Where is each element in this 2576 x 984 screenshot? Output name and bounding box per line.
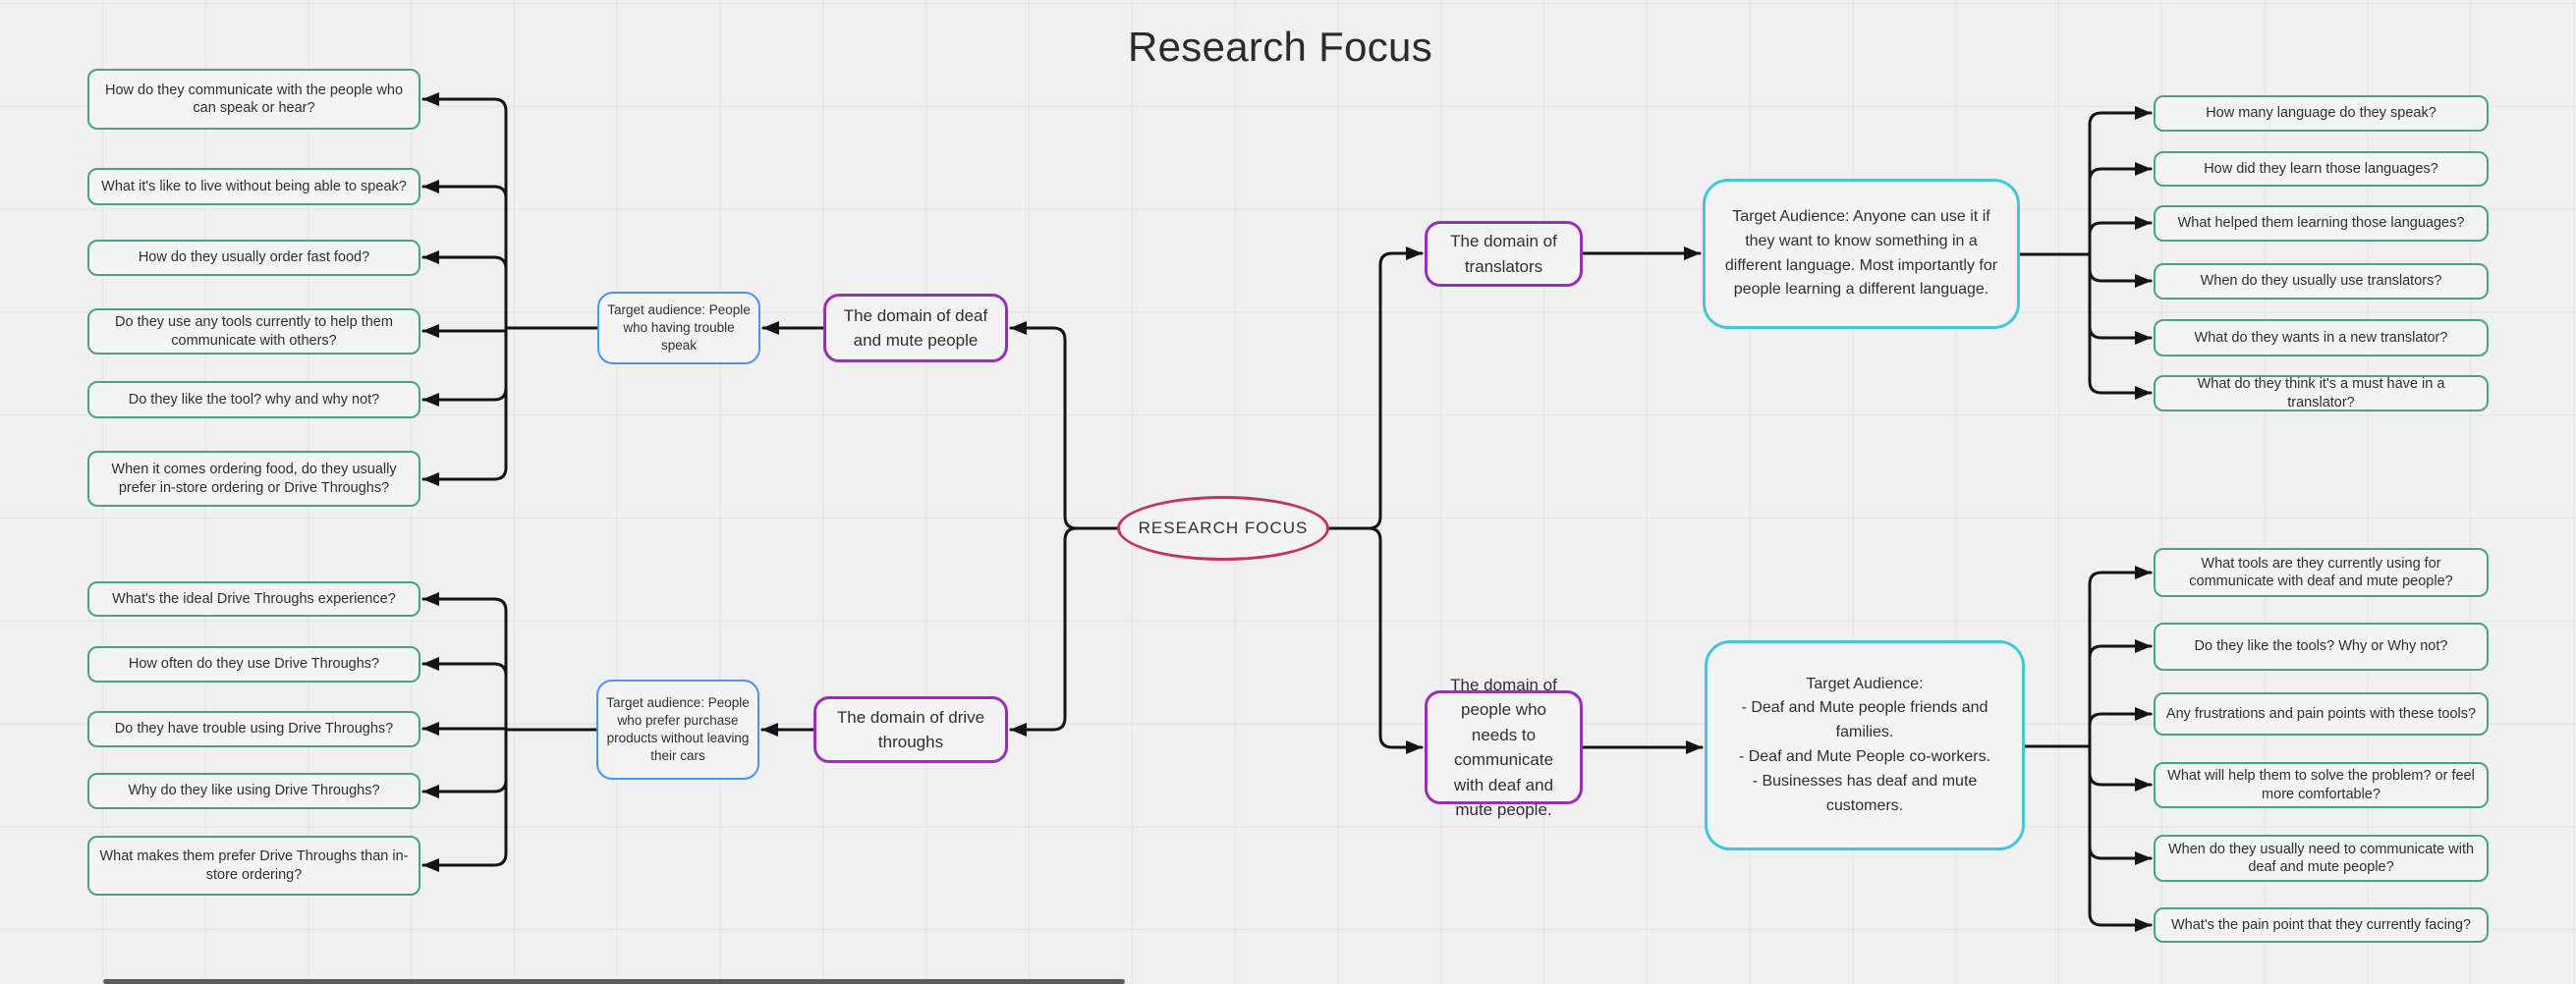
node-q-deaf-6[interactable]: When it comes ordering food, do they usu… xyxy=(87,451,420,507)
node-label: How do they communicate with the people … xyxy=(104,82,404,116)
node-label: What's the ideal Drive Throughs experien… xyxy=(112,590,396,607)
connector xyxy=(2088,744,2153,792)
connector xyxy=(421,326,508,407)
node-label: What do they think it's a must have in a… xyxy=(2197,376,2445,410)
node-label: Do they use any tools currently to help … xyxy=(115,314,393,349)
node-q-comm-1[interactable]: What tools are they currently using for … xyxy=(2154,548,2489,597)
horizontal-scrollbar[interactable] xyxy=(103,979,1125,984)
node-label: The domain of people who needs to commun… xyxy=(1450,675,1557,820)
connector xyxy=(1009,526,1119,737)
node-q-comm-2[interactable]: Do they like the tools? Why or Why not? xyxy=(2154,623,2489,671)
connector xyxy=(421,326,508,486)
node-label: Do they like the tools? Why or Why not? xyxy=(2194,638,2448,655)
node-label: Do they have trouble using Drive Through… xyxy=(114,721,394,738)
connector xyxy=(421,92,508,330)
node-label: Why do they like using Drive Throughs? xyxy=(128,783,380,799)
node-label: When it comes ordering food, do they usu… xyxy=(111,462,397,496)
node-label: The domain of deaf and mute people xyxy=(843,305,988,351)
connector xyxy=(2088,707,2153,748)
node-q-drive-5[interactable]: What makes them prefer Drive Throughs th… xyxy=(87,836,420,896)
node-label: What it's like to live without being abl… xyxy=(101,178,407,194)
node-q-drive-3[interactable]: Do they have trouble using Drive Through… xyxy=(87,711,420,747)
node-label: RESEARCH FOCUS xyxy=(1138,518,1309,537)
node-label: What will help them to solve the problem… xyxy=(2167,768,2475,802)
connector xyxy=(2088,744,2153,865)
node-label: The domain of drive throughs xyxy=(836,707,985,752)
node-domain-communicators[interactable]: The domain of people who needs to commun… xyxy=(1425,676,1583,819)
connector xyxy=(421,728,508,798)
node-q-trans-5[interactable]: What do they wants in a new translator? xyxy=(2154,319,2489,356)
connector xyxy=(2088,252,2153,400)
node-label: Any frustrations and pain points with th… xyxy=(2165,705,2477,722)
node-label: Target Audience: Anyone can use it if th… xyxy=(1724,207,1998,299)
node-q-deaf-1[interactable]: How do they communicate with the people … xyxy=(87,69,420,130)
node-q-trans-2[interactable]: How did they learn those languages? xyxy=(2154,151,2489,187)
node-label: Target audience: People who having troub… xyxy=(607,301,751,354)
node-label: What makes them prefer Drive Throughs th… xyxy=(99,848,409,883)
node-q-drive-1[interactable]: What's the ideal Drive Throughs experien… xyxy=(87,581,420,617)
node-domain-drive-throughs[interactable]: The domain of drive throughs xyxy=(813,696,1008,763)
connector xyxy=(2088,639,2153,748)
connector xyxy=(421,592,508,732)
node-label: Target Audience: - Deaf and Mute people … xyxy=(1738,675,1991,814)
node-label: How do they usually order fast food? xyxy=(138,249,370,266)
node-audience-drive-through[interactable]: Target audience: People who prefer purch… xyxy=(596,680,759,780)
node-label: How often do they use Drive Throughs? xyxy=(128,656,380,673)
node-label: What helped them learning those language… xyxy=(2177,215,2465,232)
node-label: What tools are they currently using for … xyxy=(2189,555,2453,589)
node-q-deaf-5[interactable]: Do they like the tool? why and why not? xyxy=(87,381,420,418)
node-q-comm-5[interactable]: When do they usually need to communicate… xyxy=(2154,835,2489,882)
node-label: What's the pain point that they currentl… xyxy=(2170,916,2472,933)
node-q-trans-6[interactable]: What do they think it's a must have in a… xyxy=(2154,375,2489,411)
connector xyxy=(421,722,508,736)
node-audience-trouble-speak[interactable]: Target audience: People who having troub… xyxy=(597,292,760,364)
node-q-deaf-2[interactable]: What it's like to live without being abl… xyxy=(87,168,420,205)
page-title: Research Focus xyxy=(1128,24,1432,70)
connector xyxy=(2088,162,2153,256)
connector xyxy=(421,250,508,330)
node-q-trans-3[interactable]: What helped them learning those language… xyxy=(2154,205,2489,242)
node-label: The domain of translators xyxy=(1450,232,1557,276)
connector xyxy=(421,657,508,732)
connector xyxy=(2088,216,2153,256)
connector xyxy=(1327,526,1424,754)
node-label: What do they wants in a new translator? xyxy=(2194,329,2448,346)
node-domain-translators[interactable]: The domain of translators xyxy=(1425,221,1583,287)
node-q-comm-4[interactable]: What will help them to solve the problem… xyxy=(2154,762,2489,808)
connector xyxy=(1009,321,1119,530)
node-domain-deaf-mute[interactable]: The domain of deaf and mute people xyxy=(823,294,1008,362)
node-target-communicators[interactable]: Target Audience: - Deaf and Mute people … xyxy=(1705,640,2025,850)
connector xyxy=(1327,246,1424,530)
node-q-drive-2[interactable]: How often do they use Drive Throughs? xyxy=(87,646,420,683)
connector xyxy=(421,180,508,330)
connector xyxy=(421,728,508,872)
node-q-comm-6[interactable]: What's the pain point that they currentl… xyxy=(2154,907,2489,943)
connector xyxy=(2088,566,2153,748)
node-label: How many language do they speak? xyxy=(2206,105,2436,122)
node-label: When do they usually need to communicate… xyxy=(2167,841,2475,875)
node-target-translators[interactable]: Target Audience: Anyone can use it if th… xyxy=(1703,179,2020,329)
connector xyxy=(2088,252,2153,288)
connector xyxy=(2088,106,2153,256)
node-q-trans-4[interactable]: When do they usually use translators? xyxy=(2154,263,2489,300)
node-research-focus[interactable]: RESEARCH FOCUS xyxy=(1117,496,1329,561)
node-q-drive-4[interactable]: Why do they like using Drive Throughs? xyxy=(87,773,420,809)
connector xyxy=(2088,252,2153,345)
node-q-trans-1[interactable]: How many language do they speak? xyxy=(2154,95,2489,132)
node-label: How did they learn those languages? xyxy=(2204,160,2438,177)
node-label: When do they usually use translators? xyxy=(2200,273,2442,290)
node-label: Target audience: People who prefer purch… xyxy=(606,694,750,764)
node-q-deaf-4[interactable]: Do they use any tools currently to help … xyxy=(87,308,420,355)
connector xyxy=(421,324,508,338)
node-label: Do they like the tool? why and why not? xyxy=(128,391,380,408)
connector xyxy=(2088,744,2153,932)
node-q-comm-3[interactable]: Any frustrations and pain points with th… xyxy=(2154,692,2489,736)
node-q-deaf-3[interactable]: How do they usually order fast food? xyxy=(87,240,420,276)
